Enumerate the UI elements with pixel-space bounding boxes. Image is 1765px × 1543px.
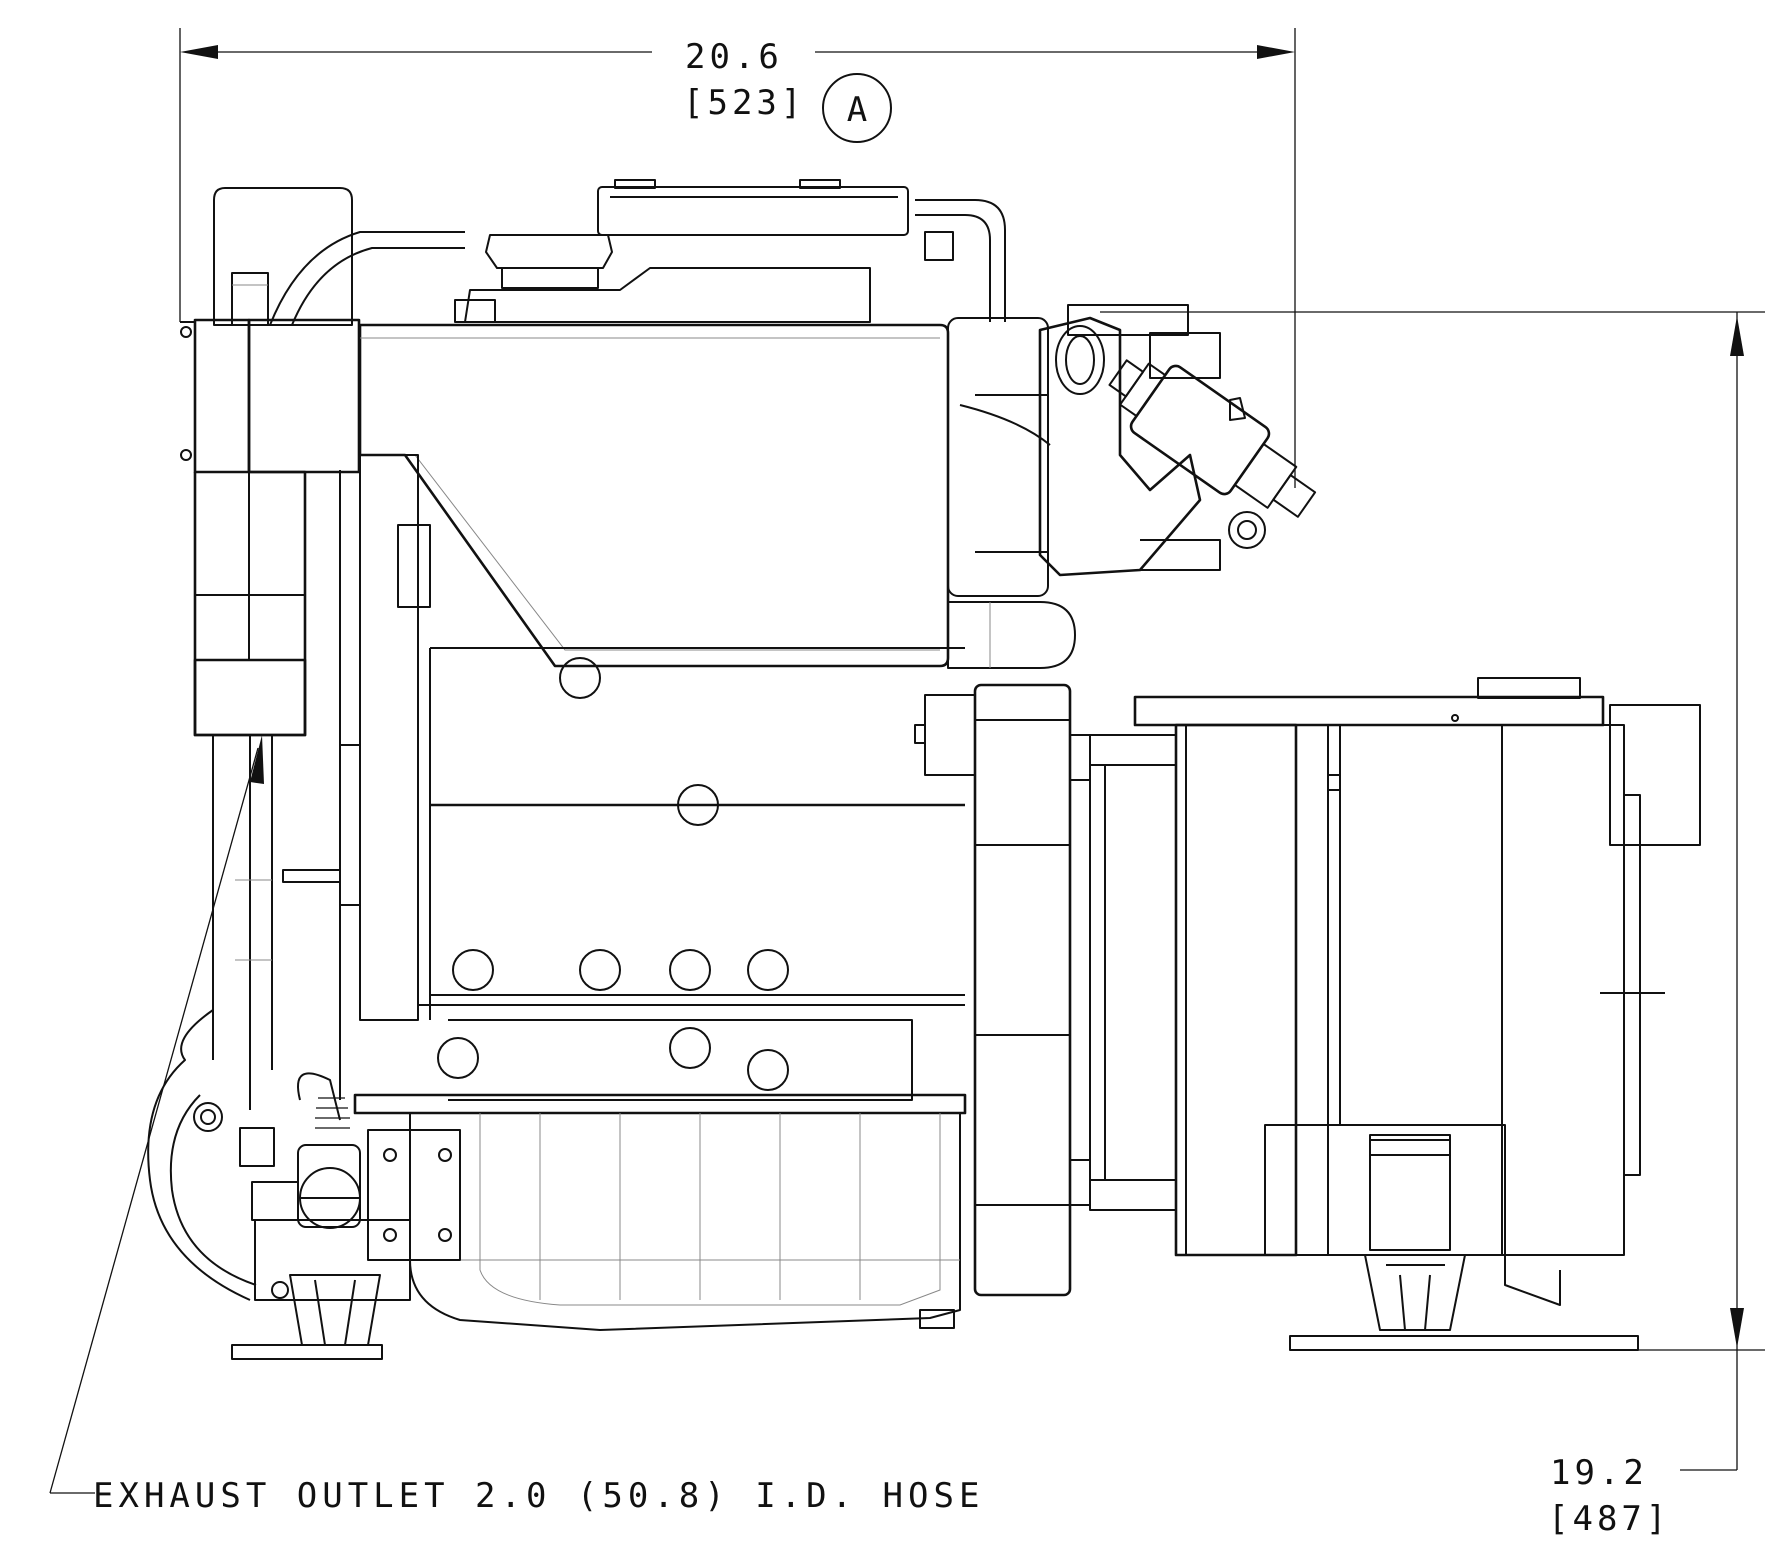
engine-block — [231, 179, 1006, 1360]
width-dimension-inches: 20.6 — [685, 37, 783, 77]
exhaust-outlet-note: EXHAUST OUTLET 2.0 (50.8) I.D. HOSE — [93, 1476, 984, 1516]
generator-assembly — [914, 677, 1701, 1351]
heat-exchanger-assembly — [147, 187, 465, 1301]
callout-label: A — [847, 90, 867, 130]
callout-circle — [822, 73, 892, 143]
height-dimension: 19.2 [487] — [1100, 311, 1765, 1539]
height-dimension-inches: 19.2 — [1550, 1453, 1648, 1493]
height-dimension-mm: [487] — [1548, 1499, 1670, 1539]
width-dimension: 20.6 [523] A — [179, 28, 1296, 488]
intake-starter-assembly — [947, 304, 1317, 669]
width-dimension-mm: [523] — [683, 83, 805, 123]
exhaust-outlet-leader — [49, 735, 264, 1494]
